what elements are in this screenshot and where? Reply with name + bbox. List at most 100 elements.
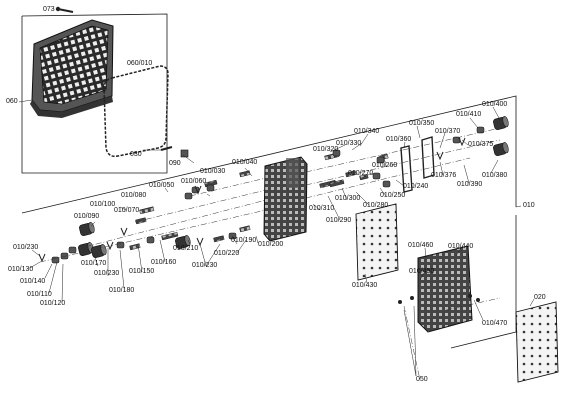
label-060-010: 060/010 bbox=[127, 60, 153, 67]
label-010-230-c: 010/230 bbox=[192, 262, 218, 269]
plug-part bbox=[206, 184, 215, 192]
label-010-310: 010/310 bbox=[309, 205, 335, 212]
solenoid-face bbox=[184, 234, 191, 247]
valve-body-main bbox=[263, 156, 308, 242]
spring-part bbox=[345, 170, 357, 178]
label-010-430: 010/430 bbox=[352, 282, 378, 289]
spring-part bbox=[239, 225, 251, 233]
label-010-290: 010/290 bbox=[326, 217, 352, 224]
label-010-210: 010/210 bbox=[173, 245, 199, 252]
label-010-220: 010/220 bbox=[214, 250, 240, 257]
bolt-073 bbox=[55, 6, 74, 13]
label-010-190: 010/190 bbox=[231, 237, 257, 244]
clip-part bbox=[194, 185, 202, 195]
label-010-350: 010/350 bbox=[409, 120, 435, 127]
label-010-470: 010/470 bbox=[482, 320, 508, 327]
label-010-240: 010/240 bbox=[403, 183, 429, 190]
label-010-270: 010/270 bbox=[348, 170, 374, 177]
label-010-170: 010/170 bbox=[81, 260, 107, 267]
spring-part bbox=[239, 170, 251, 178]
label-010-260: 010/260 bbox=[372, 162, 398, 169]
spring-part bbox=[329, 179, 345, 188]
label-010-120: 010/120 bbox=[40, 300, 66, 307]
label-090: 090 bbox=[169, 160, 181, 167]
clip-part bbox=[458, 137, 466, 147]
label-073: 073 bbox=[43, 6, 55, 13]
solenoid-face bbox=[502, 115, 509, 128]
plug-part bbox=[51, 256, 60, 264]
label-010-110: 010/110 bbox=[27, 291, 52, 298]
label-010-200: 010/200 bbox=[258, 241, 284, 248]
label-010-160: 010/160 bbox=[151, 259, 177, 266]
plug-part bbox=[60, 252, 69, 260]
separator-plate-010-430 bbox=[355, 203, 399, 281]
clip-part bbox=[436, 151, 444, 161]
plug-part bbox=[332, 149, 341, 157]
clip-part bbox=[38, 253, 46, 263]
label-010-410: 010/410 bbox=[456, 111, 482, 118]
plug-part bbox=[146, 236, 155, 244]
gasket-strips-010-350 bbox=[400, 136, 435, 193]
spring-part bbox=[129, 243, 141, 251]
label-010-370: 010/370 bbox=[435, 128, 461, 135]
group-frame-lines bbox=[21, 13, 517, 349]
label-010-100: 010/100 bbox=[90, 201, 116, 208]
label-010-150: 010/150 bbox=[129, 268, 155, 275]
label-010-070: 010/070 bbox=[114, 207, 140, 214]
label-010-050: 010/050 bbox=[149, 182, 175, 189]
plug-part bbox=[116, 241, 125, 249]
plug-part bbox=[184, 192, 193, 200]
spring-part bbox=[139, 206, 155, 215]
solenoid-face bbox=[502, 141, 509, 154]
label-010-375: 010/375 bbox=[468, 141, 494, 148]
clip-part bbox=[120, 227, 128, 237]
label-010-140: 010/140 bbox=[20, 278, 46, 285]
plug-part bbox=[228, 232, 237, 240]
label-010-230-a: 010/230 bbox=[13, 244, 39, 251]
label-010-360: 010/360 bbox=[386, 136, 412, 143]
label-010-390: 010/390 bbox=[457, 181, 483, 188]
solenoid-face bbox=[88, 221, 95, 234]
bolt-head bbox=[468, 294, 472, 298]
label-010-380: 010/380 bbox=[482, 172, 508, 179]
valve-body-secondary bbox=[417, 245, 473, 333]
label-010-040: 010/040 bbox=[232, 159, 258, 166]
bolt-head bbox=[476, 298, 480, 302]
plug-part bbox=[372, 172, 381, 180]
valve-axis-lines bbox=[39, 127, 501, 381]
plug-part bbox=[382, 180, 391, 188]
label-010-060: 010/060 bbox=[181, 178, 207, 185]
label-010-300: 010/300 bbox=[335, 195, 361, 202]
label-010-320: 010/320 bbox=[313, 146, 339, 153]
label-010-460: 010/460 bbox=[408, 242, 434, 249]
label-010-030: 010/030 bbox=[200, 168, 226, 175]
bolt-head bbox=[410, 296, 414, 300]
plug-part bbox=[476, 126, 485, 134]
plug-part bbox=[68, 246, 77, 254]
label-010-080: 010/080 bbox=[121, 192, 147, 199]
label-010-280: 010/280 bbox=[363, 202, 389, 209]
label-010-180: 010/180 bbox=[109, 287, 135, 294]
label-010-376: 010/376 bbox=[431, 172, 457, 179]
plate-020 bbox=[515, 301, 559, 383]
leader-lines bbox=[18, 8, 535, 377]
label-010-440: 010/440 bbox=[448, 243, 474, 250]
small-parts-group bbox=[38, 115, 509, 304]
gasket-060-010 bbox=[103, 65, 169, 158]
label-010-450: 010/450 bbox=[409, 268, 435, 275]
spring-part bbox=[213, 235, 225, 243]
label-010-230-b: 010/230 bbox=[94, 270, 120, 277]
spring-part bbox=[161, 231, 179, 241]
bolt-head bbox=[398, 300, 402, 304]
label-010-330: 010/330 bbox=[336, 140, 362, 147]
label-010: 010 bbox=[523, 202, 535, 209]
label-020: 020 bbox=[534, 294, 546, 301]
label-010-340: 010/340 bbox=[354, 128, 380, 135]
clip-part bbox=[106, 241, 114, 251]
label-010-400: 010/400 bbox=[482, 101, 508, 108]
clip-part bbox=[196, 237, 204, 247]
label-050: 050 bbox=[416, 376, 428, 383]
label-010-130: 010/130 bbox=[8, 266, 34, 273]
parts-030-090 bbox=[160, 146, 189, 158]
